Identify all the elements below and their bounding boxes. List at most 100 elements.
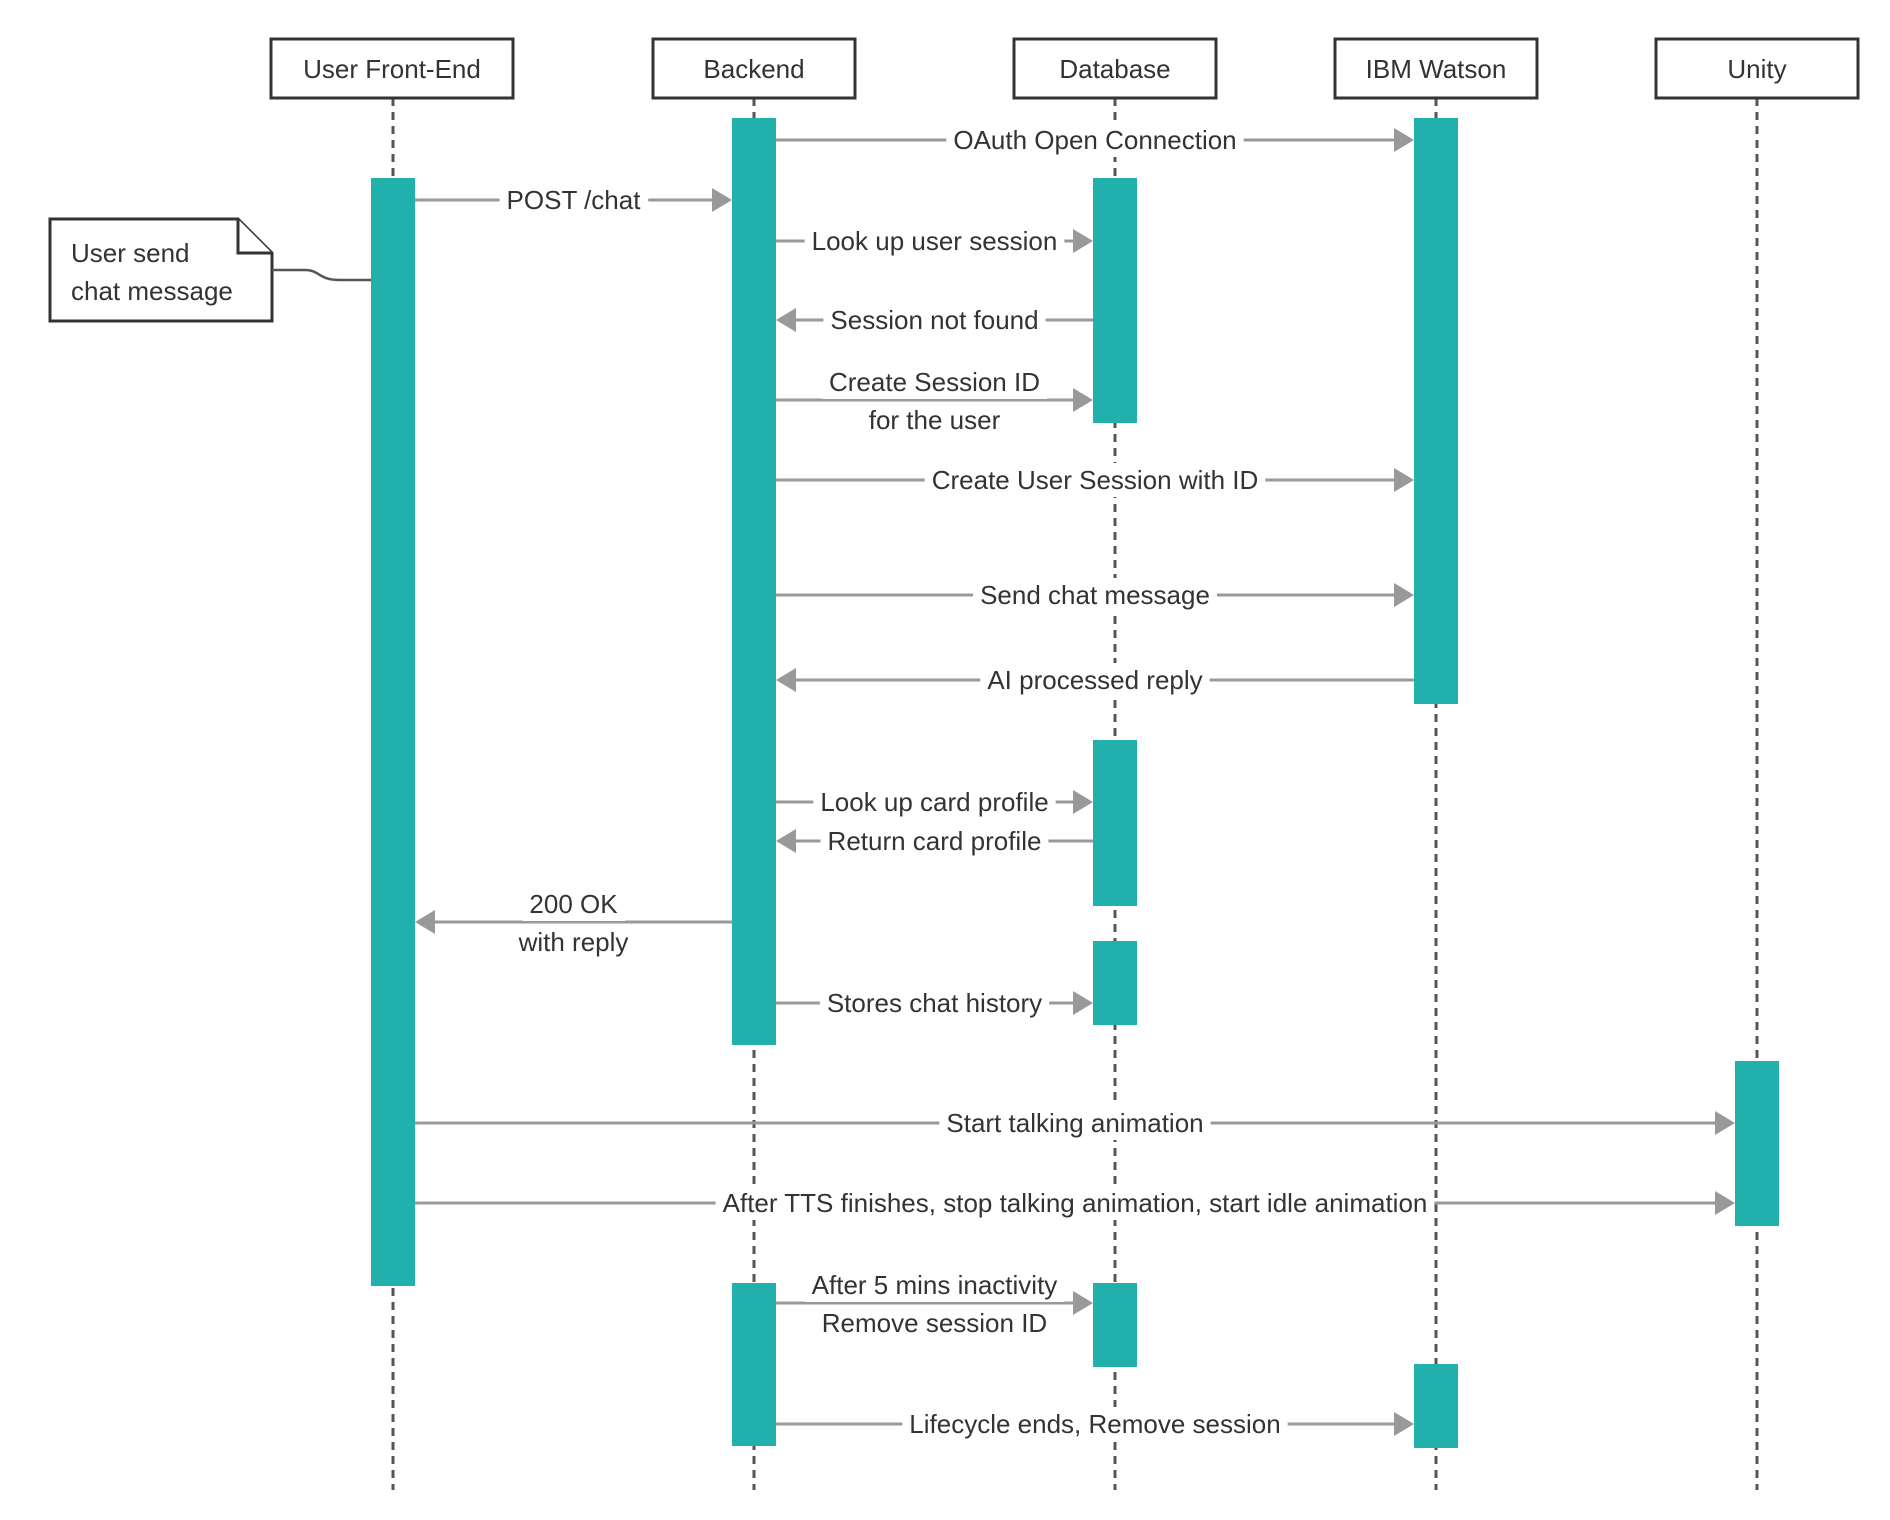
message-label-background — [804, 1268, 1065, 1302]
message-14: After TTS finishes, stop talking animati… — [415, 1186, 1735, 1220]
message-label: After TTS finishes, stop talking animati… — [723, 1188, 1428, 1218]
message-label: Look up card profile — [820, 787, 1048, 817]
message-arrow-head — [1073, 1291, 1093, 1315]
message-label: Start talking animation — [946, 1108, 1203, 1138]
participant-label: Backend — [703, 54, 804, 84]
participant-label: IBM Watson — [1366, 54, 1507, 84]
message-label-background — [814, 1306, 1055, 1340]
message-arrow-head — [1073, 991, 1093, 1015]
message-label: 200 OK — [529, 889, 618, 919]
message-label: After 5 mins inactivity — [812, 1270, 1058, 1300]
message-label-background — [902, 1407, 1288, 1441]
message-label-background — [973, 578, 1217, 612]
note-box — [48, 217, 274, 323]
message-label-background — [510, 925, 636, 959]
message-arrow-head — [415, 910, 435, 934]
activation-database — [1093, 941, 1137, 1025]
participants: User Front-End Backend Database IBM Wats… — [269, 37, 1860, 100]
message-label: AI processed reply — [987, 665, 1202, 695]
message-arrow-head — [1394, 128, 1414, 152]
participant-label: User Front-End — [303, 54, 481, 84]
note-text-line-2: chat message — [71, 276, 233, 306]
message-label-background — [715, 1186, 1435, 1220]
message-label-background — [861, 403, 1008, 437]
message-arrow-head — [1715, 1111, 1735, 1135]
message-label: Create Session ID — [829, 367, 1040, 397]
participant-label: Database — [1059, 54, 1170, 84]
message-label: OAuth Open Connection — [953, 125, 1236, 155]
message-label: Return card profile — [828, 826, 1042, 856]
participant-unity[interactable]: Unity — [1654, 37, 1860, 100]
message-label-background — [499, 183, 649, 217]
message-arrow-head — [776, 308, 796, 332]
message-arrow-head — [1394, 583, 1414, 607]
message-arrow-head — [776, 829, 796, 853]
message-label: POST /chat — [507, 185, 642, 215]
message-8: AI processed reply — [776, 663, 1414, 697]
message-label: with reply — [518, 927, 629, 957]
message-label: Lifecycle ends, Remove session — [909, 1409, 1280, 1439]
activation-watson — [1414, 118, 1458, 704]
participant-label: Unity — [1727, 54, 1786, 84]
activation-database — [1093, 1283, 1137, 1367]
message-5: Create Session ID for the user — [776, 365, 1093, 437]
activation-database — [1093, 178, 1137, 423]
activation-unity — [1735, 1061, 1779, 1226]
message-label: Look up user session — [812, 226, 1058, 256]
message-4: Session not found — [776, 303, 1093, 337]
note-connector — [272, 268, 371, 282]
message-12: Stores chat history — [776, 986, 1093, 1020]
activation-backend — [732, 1283, 776, 1446]
message-11: 200 OK with reply — [415, 887, 732, 959]
message-label: Remove session ID — [822, 1308, 1047, 1338]
message-label-background — [822, 365, 1047, 399]
message-6: Create User Session with ID — [776, 463, 1414, 497]
message-label-background — [819, 986, 1050, 1020]
participant-watson[interactable]: IBM Watson — [1333, 37, 1539, 100]
message-10: Return card profile — [776, 824, 1093, 858]
message-label: Stores chat history — [827, 988, 1042, 1018]
activation-frontend — [371, 178, 415, 1286]
message-arrow-head — [1715, 1191, 1735, 1215]
message-label-background — [522, 887, 626, 921]
message-label-background — [946, 123, 1244, 157]
message-arrow-head — [1394, 468, 1414, 492]
activation-backend — [732, 118, 776, 1045]
message-arrow-head — [1073, 790, 1093, 814]
message-3: Look up user session — [776, 224, 1093, 258]
message-label-background — [823, 303, 1046, 337]
participant-database[interactable]: Database — [1012, 37, 1218, 100]
message-1: OAuth Open Connection — [776, 123, 1414, 157]
message-arrow-head — [712, 188, 732, 212]
message-label-background — [813, 785, 1056, 819]
note-text-line-1: User send — [71, 238, 190, 268]
message-label-background — [980, 663, 1210, 697]
message-7: Send chat message — [776, 578, 1414, 612]
participant-backend[interactable]: Backend — [651, 37, 857, 100]
message-label-background — [820, 824, 1049, 858]
activation-watson — [1414, 1364, 1458, 1448]
message-2: POST /chat — [415, 183, 732, 217]
message-arrow-head — [776, 668, 796, 692]
message-16: Lifecycle ends, Remove session — [776, 1407, 1414, 1441]
note-user-send-chat: User send chat message — [48, 217, 371, 323]
message-13: Start talking animation — [415, 1106, 1735, 1140]
message-label: Send chat message — [980, 580, 1210, 610]
message-label: for the user — [869, 405, 1001, 435]
message-label: Create User Session with ID — [932, 465, 1259, 495]
activation-database — [1093, 740, 1137, 906]
message-9: Look up card profile — [776, 785, 1093, 819]
message-label-background — [939, 1106, 1211, 1140]
message-arrow-head — [1073, 229, 1093, 253]
message-arrow-head — [1394, 1412, 1414, 1436]
message-label: Session not found — [830, 305, 1038, 335]
participant-frontend[interactable]: User Front-End — [269, 37, 515, 100]
message-label-background — [804, 224, 1065, 258]
activations — [371, 118, 1779, 1448]
message-arrow-head — [1073, 388, 1093, 412]
message-label-background — [924, 463, 1266, 497]
note-fold — [236, 219, 272, 255]
